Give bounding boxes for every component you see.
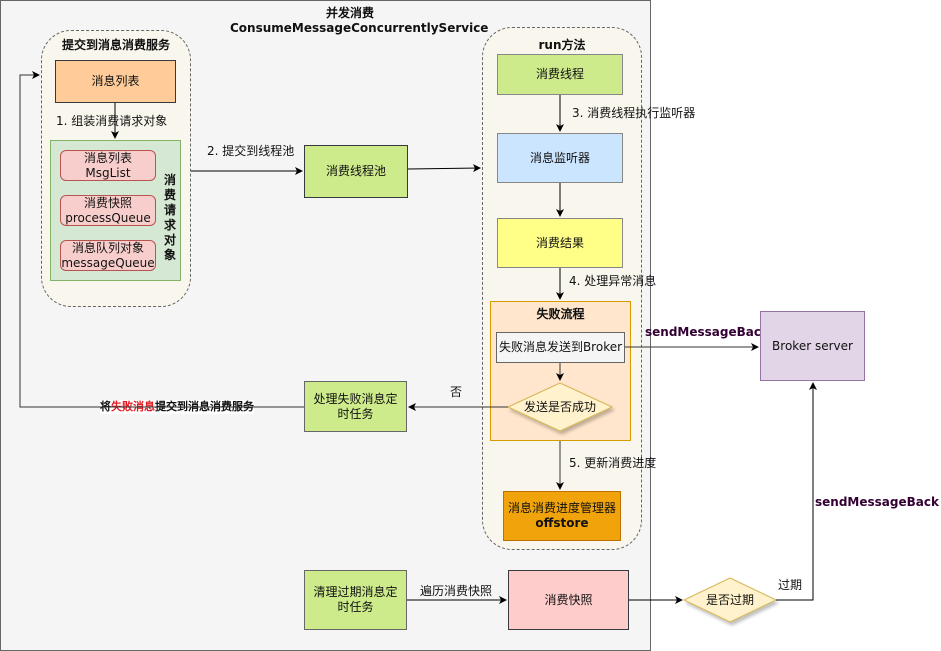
request-item-line2: MsgList xyxy=(85,165,131,180)
step2-label: 2. 提交到线程池 xyxy=(207,144,295,158)
offset-store-box[interactable]: 消息消费进度管理器 offstore xyxy=(503,491,621,541)
message-listener-box[interactable]: 消息监听器 xyxy=(497,133,623,183)
no-label: 否 xyxy=(450,385,463,399)
request-item-msglist[interactable]: 消息列表 MsgList xyxy=(60,150,156,181)
traverse-label: 遍历消费快照 xyxy=(420,584,493,598)
edge-pool-to-run xyxy=(407,164,481,173)
submit-service-title: 提交到消息消费服务 xyxy=(61,38,170,52)
snapshot-box[interactable]: 消费快照 xyxy=(508,570,629,630)
send-to-broker-box[interactable]: 失败消息发送到Broker xyxy=(496,332,625,363)
failure-flow-title: 失败流程 xyxy=(536,307,585,321)
send-message-back-label-2: sendMessageBack xyxy=(815,495,939,509)
broker-server-box[interactable]: Broker server xyxy=(760,311,865,381)
consume-thread-box[interactable]: 消费线程 xyxy=(497,54,623,95)
expired-decision-label: 是否过期 xyxy=(705,593,754,607)
edge-resubmit xyxy=(19,71,304,408)
request-item-line1: 消息队列对象 xyxy=(71,240,144,255)
send-success-decision-label: 发送是否成功 xyxy=(523,400,596,414)
request-item-line1: 消费快照 xyxy=(83,195,132,210)
send-success-decision[interactable] xyxy=(507,382,613,432)
diagram-title: 并发消费 ConsumeMessageConcurrentlyService xyxy=(230,6,489,36)
message-list-box[interactable]: 消息列表 xyxy=(55,60,176,103)
retry-task-box[interactable]: 处理失败消息定时任务 xyxy=(304,381,407,432)
request-item-line2: messageQueue xyxy=(61,255,155,270)
request-item-line2: processQueue xyxy=(65,210,151,225)
send-message-back-label-1: sendMessageBack xyxy=(645,325,769,339)
step4-label: 4. 处理异常消息 xyxy=(569,274,657,288)
offset-store-line1: 消息消费进度管理器 xyxy=(507,501,616,515)
request-item-line1: 消息列表 xyxy=(83,150,132,165)
title-line2: ConsumeMessageConcurrentlyService xyxy=(230,21,489,35)
step5-label: 5. 更新消费进度 xyxy=(569,456,657,470)
step3-label: 3. 消费线程执行监听器 xyxy=(572,106,696,120)
request-object-vertical-label: 消费请求对象 xyxy=(163,173,176,262)
cleanup-task-box[interactable]: 清理过期消息定时任务 xyxy=(304,570,407,630)
expired-decision[interactable] xyxy=(683,577,777,623)
run-method-title: run方法 xyxy=(538,38,586,52)
offset-store-line2: offstore xyxy=(535,516,589,530)
request-item-messagequeue[interactable]: 消息队列对象 messageQueue xyxy=(60,240,156,271)
request-item-processqueue[interactable]: 消费快照 processQueue xyxy=(60,195,156,226)
step1-label: 1. 组装消费请求对象 xyxy=(56,114,168,128)
run-method-group xyxy=(482,27,642,550)
thread-pool-box[interactable]: 消费线程池 xyxy=(304,145,408,198)
edge-send-message-back-2 xyxy=(776,382,817,601)
consume-result-box[interactable]: 消费结果 xyxy=(497,218,623,268)
expired-label: 过期 xyxy=(778,578,803,592)
title-line1: 并发消费 xyxy=(325,6,374,20)
